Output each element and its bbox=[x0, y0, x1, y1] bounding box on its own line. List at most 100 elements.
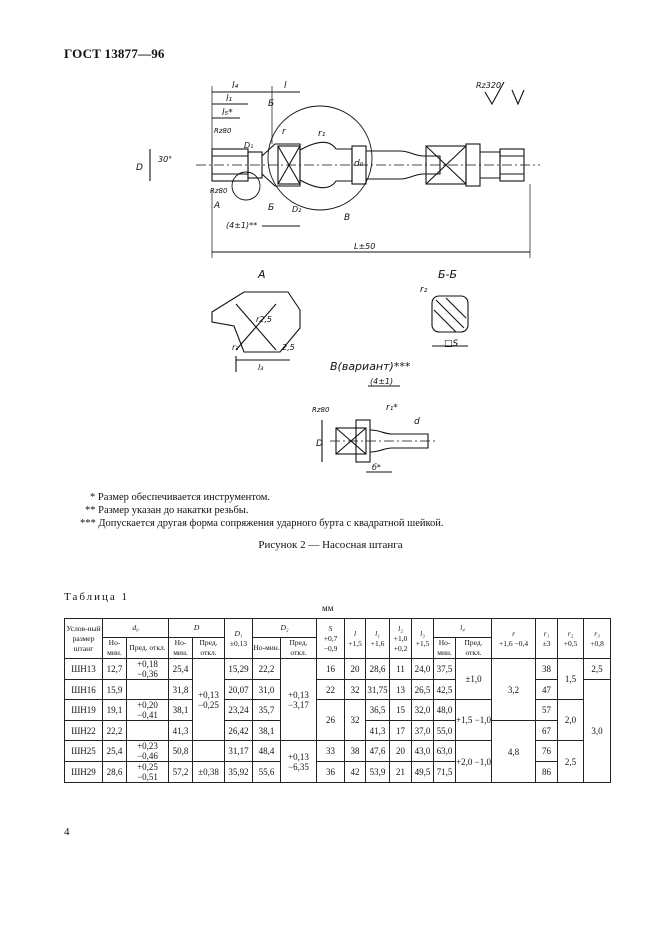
footnotes: * Размер обеспечивается инструментом. **… bbox=[60, 491, 444, 530]
table-cell: +0,25 −0,51 bbox=[125, 761, 170, 783]
table-cell: 31,17 bbox=[224, 740, 254, 762]
label-V: В bbox=[344, 213, 350, 223]
label-b: б* bbox=[372, 463, 381, 472]
table-cell: 22,2 bbox=[252, 658, 282, 680]
table-cell: 20 bbox=[389, 740, 413, 762]
label-r1b: r₁* bbox=[386, 403, 398, 413]
table-cell: 2,0 bbox=[557, 699, 585, 741]
table-cell: 24,0 bbox=[411, 658, 435, 680]
label-twofive: 2,5 bbox=[282, 343, 295, 352]
table-cell: 38,1 bbox=[252, 720, 282, 741]
th-l3: l₃+1,5 bbox=[411, 618, 435, 659]
th-D2-nom: Но-мин. bbox=[252, 637, 282, 659]
table-cell: 32,0 bbox=[411, 699, 435, 721]
table-cell: 38 bbox=[535, 658, 559, 680]
table-cell: +0,13 −0,25 bbox=[192, 658, 226, 741]
label-r2: r₂ bbox=[420, 285, 428, 295]
table-cell: 4,8 bbox=[491, 720, 537, 783]
table-cell: +0,13 −6,35 bbox=[280, 740, 318, 783]
label-d0: d₀ bbox=[354, 159, 364, 169]
label-D2: D₂ bbox=[292, 205, 302, 214]
table-cell: 35,7 bbox=[252, 699, 282, 721]
table-row: ШН13 12,7 +0,18 −0,36 25,4 +0,13 −0,25 1… bbox=[64, 658, 612, 741]
label-D: D bbox=[136, 163, 143, 173]
table-cell: 53,9 bbox=[365, 761, 391, 783]
table-cell: 20,07 bbox=[224, 679, 254, 700]
section-a-title: А bbox=[257, 268, 266, 281]
table-cell: 47,6 bbox=[365, 740, 391, 762]
table-cell: ШН22 bbox=[64, 720, 103, 741]
th-D-nom: Но-мин. bbox=[168, 637, 194, 659]
table-cell: 31,0 bbox=[252, 679, 282, 700]
table-cell: +0,18 −0,36 bbox=[125, 658, 170, 680]
dimensions-table: Услов-ный размер штанг d₀ D D₁±0,13 D₂ S… bbox=[64, 618, 612, 783]
label-length: L±50 bbox=[354, 242, 375, 251]
table-cell: 16 bbox=[316, 658, 346, 680]
label-angle: 30° bbox=[158, 155, 172, 164]
table-cell: 36 bbox=[316, 761, 346, 783]
table-cell: 55,6 bbox=[252, 761, 282, 783]
table-cell: 49,5 bbox=[411, 761, 435, 783]
table-row: ШН29 28,6 +0,25 −0,51 57,2 ±0,38 35,92 5… bbox=[64, 761, 611, 783]
table-cell: 19,1 bbox=[102, 699, 127, 721]
th-l1: l₁+1,6 bbox=[365, 618, 391, 659]
th-D-dev: Пред. откл. bbox=[192, 637, 226, 659]
th-r: r+1,6 −0,4 bbox=[491, 618, 537, 659]
table-cell: 76 bbox=[535, 740, 559, 762]
table-cell bbox=[125, 679, 170, 700]
table-cell: ±0,38 bbox=[192, 761, 226, 783]
footnote-2: ** Размер указан до накатки резьбы. bbox=[85, 505, 249, 516]
table-cell: 57 bbox=[535, 699, 559, 721]
table-cell bbox=[125, 720, 170, 741]
table-cell: 15 bbox=[389, 699, 413, 721]
th-cond: Услов-ный размер штанг bbox=[64, 618, 103, 659]
table-cell: 22,2 bbox=[102, 720, 127, 741]
label-b-top: Б bbox=[268, 99, 274, 109]
th-D2-dev: Пред. откл. bbox=[280, 637, 318, 659]
table-cell: 25,4 bbox=[102, 740, 127, 762]
table-cell: 31,8 bbox=[168, 679, 194, 700]
pump-rod-drawing: l₄ l l₁ l₅* Б Rz320 Rz80 r₁ r D₁ D d₀ 30… bbox=[136, 81, 540, 473]
table-cell: 41,3 bbox=[168, 720, 194, 741]
th-l2: l₂+1,0 +0,2 bbox=[389, 618, 413, 659]
th-r2: r₂+0,5 bbox=[557, 618, 585, 659]
table-cell: 42,5 bbox=[433, 679, 457, 700]
table-cell: 37,0 bbox=[411, 720, 435, 741]
table-row: ШН19 19,1 +0,20 −0,41 38,1 23,24 35,7 26… bbox=[64, 699, 611, 741]
label-s: □S bbox=[444, 339, 459, 349]
label-r1: r₁ bbox=[318, 129, 326, 139]
label-rz80b: Rz80 bbox=[210, 187, 228, 195]
th-d0-nom: Но-мин. bbox=[102, 637, 127, 659]
label-Dv: D bbox=[316, 439, 323, 449]
th-r3: r₃+0,8 bbox=[583, 618, 612, 659]
table-cell: 2,5 bbox=[557, 740, 585, 783]
table-cell: 15,9 bbox=[102, 679, 127, 700]
variant-title: В(вариант)*** bbox=[330, 360, 411, 373]
table-cell: ±1,0 bbox=[455, 658, 493, 700]
table-units: мм bbox=[322, 603, 334, 613]
th-l4-nom: Но-мин. bbox=[433, 637, 457, 659]
label-rz80c: Rz80 bbox=[312, 406, 330, 414]
table-cell: 28,6 bbox=[365, 658, 391, 680]
label-r25: r2,5 bbox=[256, 315, 272, 324]
label-l3: l₃ bbox=[258, 363, 263, 372]
table-cell: 12,7 bbox=[102, 658, 127, 680]
table-cell: 22 bbox=[316, 679, 346, 700]
table-cell: 17 bbox=[389, 720, 413, 741]
label-A: A bbox=[213, 201, 220, 211]
th-D2: D₂ bbox=[252, 618, 318, 638]
th-d0: d₀ bbox=[101, 618, 170, 638]
table-cell: 32 bbox=[344, 679, 367, 700]
label-dim41: (4±1)** bbox=[226, 221, 257, 230]
table-cell: 35,92 bbox=[224, 761, 254, 783]
table-cell: 2,5 bbox=[583, 658, 612, 680]
table-cell: 26,5 bbox=[411, 679, 435, 700]
th-l: l+1,5 bbox=[344, 618, 367, 659]
label-l5: l₅* bbox=[222, 108, 233, 118]
table-title: Таблица 1 bbox=[64, 591, 130, 603]
table-row: ШН22 22,2 41,3 26,42 38,1 41,3 17 37,0 5… bbox=[64, 720, 611, 783]
table-cell: 33 bbox=[316, 740, 346, 762]
table-cell: 86 bbox=[535, 761, 559, 783]
figure-caption: Рисунок 2 — Насосная штанга bbox=[258, 539, 403, 551]
label-d1: D₁ bbox=[244, 141, 253, 150]
